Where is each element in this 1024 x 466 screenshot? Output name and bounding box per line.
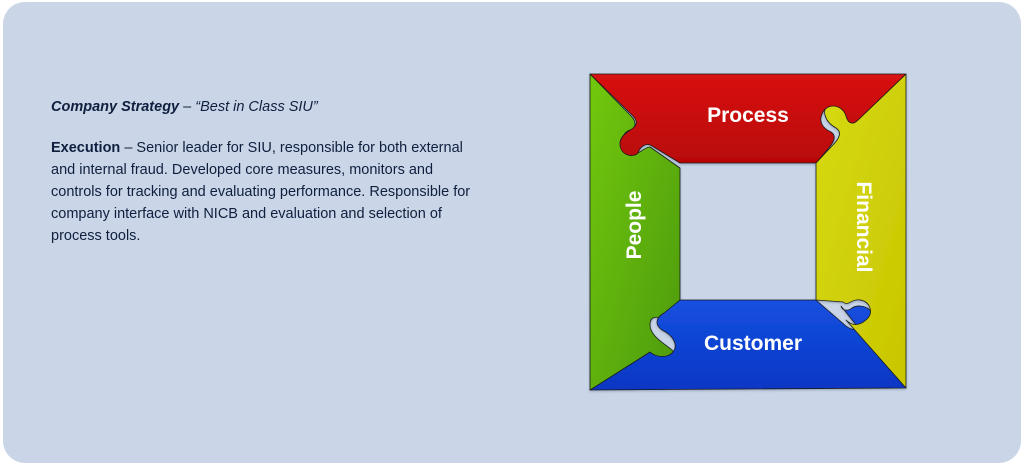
puzzle-piece-process	[589, 73, 907, 164]
description-block: Company Strategy – “Best in Class SIU” E…	[51, 96, 471, 247]
label-customer: Customer	[704, 332, 802, 355]
execution-separator: –	[120, 140, 137, 156]
strategy-puzzle-diagram: Process Financial Customer People	[589, 73, 907, 391]
label-people: People	[623, 191, 646, 260]
company-strategy: Company Strategy – “Best in Class SIU”	[51, 96, 471, 118]
label-financial: Financial	[852, 181, 875, 272]
execution-text: Senior leader for SIU, responsible for b…	[51, 140, 471, 244]
strategy-value: “Best in Class SIU”	[195, 99, 318, 115]
puzzle-piece-customer	[589, 299, 907, 391]
strategy-separator: –	[179, 99, 196, 115]
execution-label: Execution	[51, 140, 121, 156]
execution-paragraph: Execution – Senior leader for SIU, respo…	[51, 137, 471, 247]
strategy-label: Company Strategy	[51, 99, 180, 115]
label-process: Process	[707, 104, 789, 127]
